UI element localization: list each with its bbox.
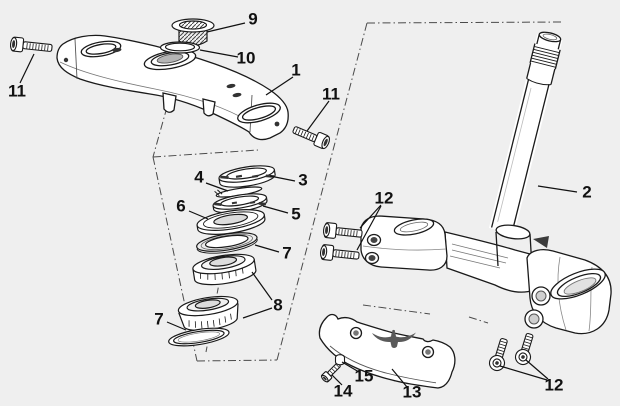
callout-part-11-left: 11 — [8, 81, 26, 101]
bearing-stack — [168, 165, 276, 347]
moto-guzzi-eagle-logo — [372, 329, 416, 348]
pinch-bolt-11-right — [292, 126, 331, 150]
callout-part-5: 5 — [291, 204, 301, 224]
ring-nut-3 — [218, 165, 276, 188]
lower-triple-clamp — [360, 215, 612, 335]
headstock-cover — [318, 313, 456, 389]
cover-screw-14 — [321, 362, 341, 383]
callout-part-6: 6 — [176, 196, 186, 216]
callout-part-14: 14 — [333, 381, 353, 401]
callout-part-7-upper: 7 — [282, 243, 292, 263]
callout-part-12-upper: 12 — [374, 188, 394, 208]
lower-seal-7 — [168, 327, 230, 347]
stem-washer-10 — [159, 41, 201, 54]
leader-lines — [19, 22, 578, 388]
riser-bolts-12 — [319, 222, 363, 261]
steering-stem-tube — [488, 31, 563, 235]
callout-part-10: 10 — [236, 48, 256, 68]
callout-part-12-lower: 12 — [544, 375, 564, 395]
callout-part-13: 13 — [402, 382, 422, 402]
stem-nut-9 — [171, 18, 215, 47]
cover-bushing-15 — [334, 354, 346, 366]
clamp-bolts-12 — [488, 332, 534, 372]
callout-part-3: 3 — [298, 170, 308, 190]
upper-seal-7 — [196, 232, 258, 254]
callout-part-8: 8 — [273, 295, 283, 315]
lower-bearing-8 — [177, 295, 239, 331]
callout-part-1: 1 — [291, 60, 301, 80]
pinch-bolt-11-left — [9, 36, 53, 53]
callout-part-2: 2 — [582, 182, 592, 202]
top-triple-clamp — [56, 34, 289, 141]
callout-part-9: 9 — [248, 9, 258, 29]
callout-part-15: 15 — [354, 366, 374, 386]
callout-part-7-lower: 7 — [154, 309, 164, 329]
callout-part-11-right: 11 — [322, 84, 340, 104]
callout-part-4: 4 — [194, 167, 204, 187]
slotted-ring-5 — [212, 193, 268, 214]
upper-bearing-8 — [192, 253, 257, 286]
